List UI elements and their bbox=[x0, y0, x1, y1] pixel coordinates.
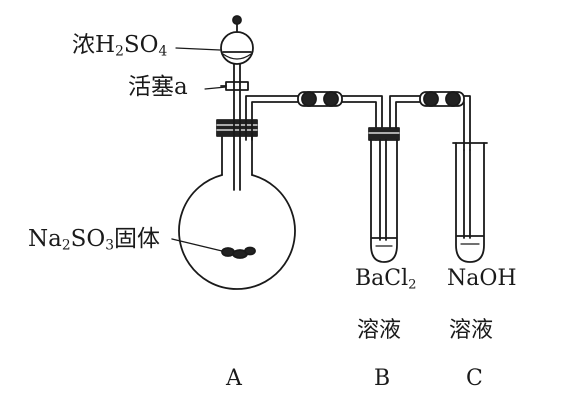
stopcock-label: 活塞a bbox=[128, 74, 188, 100]
separatory-funnel bbox=[220, 15, 254, 191]
bacl2-label: BaCl2 bbox=[355, 266, 417, 293]
flask-a bbox=[178, 135, 296, 290]
letter-a-label: A bbox=[226, 366, 242, 391]
stopcock-leader-line bbox=[204, 86, 227, 90]
letter-c-label: C bbox=[466, 366, 483, 391]
solution-b-label: 溶液 bbox=[357, 318, 402, 343]
naoh-label: NaOH bbox=[447, 266, 517, 291]
test-tube-c bbox=[452, 142, 488, 263]
test-tube-b bbox=[368, 91, 471, 263]
solution-c-label: 溶液 bbox=[449, 318, 494, 343]
flask-stopper bbox=[216, 119, 258, 137]
letter-b-label: B bbox=[374, 366, 391, 391]
acid-label: 浓H2SO4 bbox=[72, 32, 168, 60]
delivery-tube-ab bbox=[245, 91, 383, 141]
acid-leader-line bbox=[175, 47, 221, 51]
solid-label: Na2SO3固体 bbox=[28, 226, 161, 254]
sodium-sulfite-solid bbox=[171, 238, 256, 259]
